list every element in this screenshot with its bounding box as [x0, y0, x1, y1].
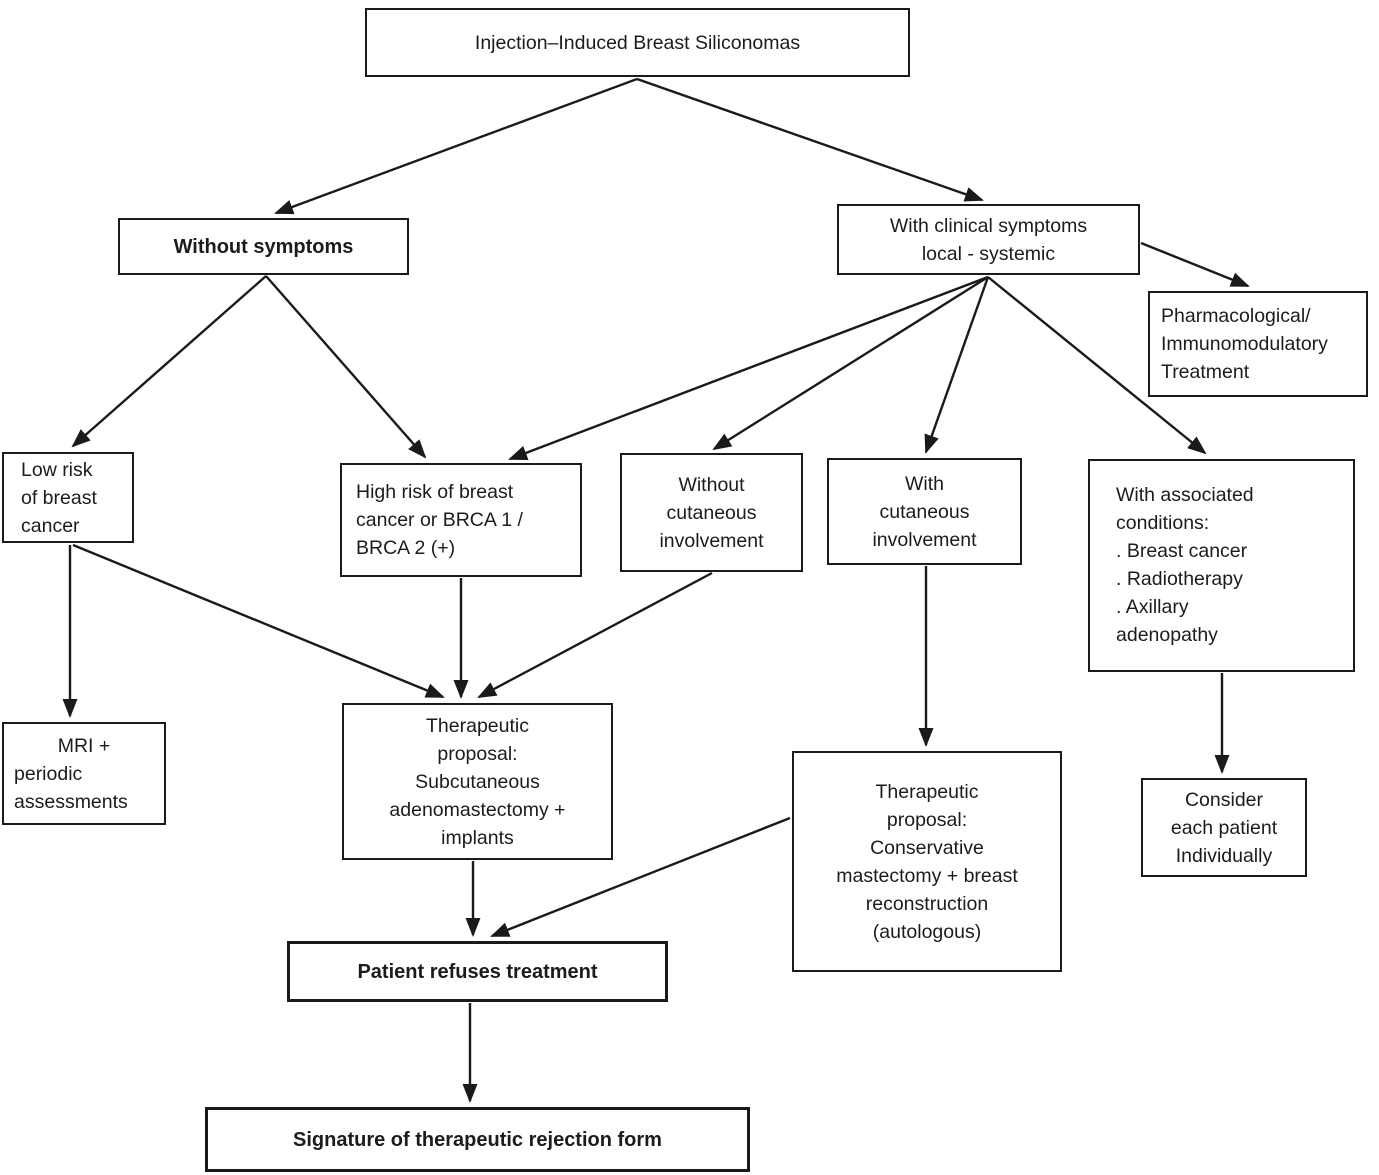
node-with-clinical-symptoms: With clinical symptoms local - systemic — [837, 204, 1140, 275]
edge-withoutcut-subq — [477, 571, 713, 699]
edge-withoutsym-highrisk — [265, 275, 427, 459]
edge-clinical-withcut — [924, 276, 990, 454]
node-mri-periodic-assessments: MRI + periodic assessments — [2, 722, 166, 825]
node-without-cutaneous-involvement: Without cutaneous involvement — [620, 453, 803, 572]
edge-root-without-symptoms — [274, 77, 638, 215]
node-injection-induced-breast-siliconomas: Injection–Induced Breast Siliconomas — [365, 8, 910, 77]
node-with-associated-conditions: With associated conditions: . Breast can… — [1088, 459, 1355, 672]
edge-conservative-refuses — [490, 816, 791, 938]
node-with-cutaneous-involvement: With cutaneous involvement — [827, 458, 1022, 565]
edge-clinical-associated — [987, 276, 1207, 455]
node-patient-refuses-treatment: Patient refuses treatment — [287, 941, 668, 1002]
edge-root-with-clinical — [636, 77, 984, 202]
node-high-risk: High risk of breast cancer or BRCA 1 / B… — [340, 463, 582, 577]
node-without-symptoms: Without symptoms — [118, 218, 409, 275]
edge-clinical-pharma — [1140, 241, 1250, 288]
node-proposal-subcutaneous-adenomastectomy: Therapeutic proposal: Subcutaneous adeno… — [342, 703, 613, 860]
node-consider-each-patient: Consider each patient Individually — [1141, 778, 1307, 877]
edge-clinical-withoutcut — [712, 275, 989, 451]
node-proposal-conservative-mastectomy: Therapeutic proposal: Conservative maste… — [792, 751, 1062, 972]
edge-withoutsym-lowrisk — [71, 275, 267, 448]
mri-first-line: MRI + — [57, 734, 111, 757]
node-pharmacological-treatment: Pharmacological/ Immunomodulatory Treatm… — [1148, 291, 1368, 397]
mri-rest-lines: periodic assessments — [14, 762, 128, 813]
node-signature-rejection-form: Signature of therapeutic rejection form — [205, 1107, 750, 1172]
edge-clinical-highrisk — [508, 275, 989, 461]
node-low-risk: Low risk of breast cancer — [2, 452, 134, 543]
edge-lowrisk-subq — [72, 543, 445, 699]
